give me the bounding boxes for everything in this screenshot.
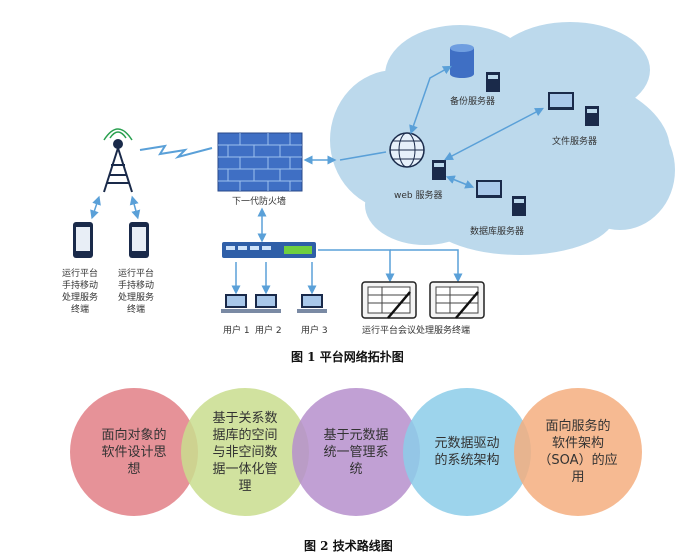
database-server-monitor-icon [476, 180, 502, 198]
user-label-2: 用户 2 [255, 326, 282, 336]
meeting-tablet-icon-1 [361, 281, 417, 319]
web-server-globe-icon [389, 132, 425, 168]
tower-phone-link-2 [129, 195, 141, 220]
mobile-phone-icon-2 [129, 222, 149, 258]
roadmap-circle-4 [403, 388, 531, 516]
firewall-label: 下一代防火墙 [232, 197, 287, 207]
tower-phone-link-1 [90, 195, 101, 220]
mobile-phone-icon-1 [73, 222, 93, 258]
web-db-link [445, 175, 475, 189]
signal-tower-icon [103, 139, 133, 193]
signal-waves-icon [103, 128, 133, 141]
technical-roadmap-diagram: 面向对象的 软件设计思 想基于关系数 据库的空间 与非空间数 据一体化管 理基于… [0, 380, 700, 530]
mobile-terminal-label-1: 运行平台 手持移动 处理服务 终端 [62, 269, 99, 315]
user-computer-icon-2 [251, 294, 281, 313]
network-topology-diagram [73, 22, 675, 319]
file-server-monitor-icon [548, 92, 574, 110]
user-label-3: 用户 3 [301, 326, 328, 336]
meeting-tablet-icon-2 [429, 281, 485, 319]
file-server-label: 文件服务器 [552, 137, 598, 147]
cloud-shape [330, 22, 675, 255]
roadmap-circle-2 [181, 388, 309, 516]
figure2-caption: 图 2 技术路线图 [304, 539, 393, 553]
mobile-terminal-label-2: 运行平台 手持移动 处理服务 终端 [118, 269, 155, 315]
roadmap-circle-text-5: 面向服务的 软件架构 （SOA）的应 用 [538, 419, 618, 485]
user-label-1: 用户 1 [223, 326, 250, 336]
user-computer-icon-1 [221, 294, 251, 313]
roadmap-circle-3 [292, 388, 420, 516]
meeting-terminal-label: 运行平台会议处理服务终端 [362, 326, 471, 336]
wireless-link [139, 144, 213, 159]
roadmap-circle-text-1: 面向对象的 软件设计思 想 [101, 427, 167, 477]
web-backup-link [409, 65, 452, 135]
firewall-icon [217, 132, 303, 192]
web-server-tower-icon [432, 160, 446, 180]
switch-meeting-link-1 [318, 249, 395, 283]
roadmap-circle-text-3: 基于元数据 统一管理系 统 [323, 427, 389, 477]
database-server-tower-icon [512, 196, 526, 216]
roadmap-circle-5 [514, 388, 642, 516]
roadmap-circle-text-4: 元数据驱动 的系统架构 [434, 436, 500, 468]
backup-server-tower-icon [486, 72, 500, 92]
roadmap-circle-1 [70, 388, 198, 516]
file-server-tower-icon [585, 106, 599, 126]
user-computer-icon-3 [297, 294, 327, 313]
backup-server-label: 备份服务器 [450, 97, 496, 107]
backup-database-icon [450, 44, 474, 78]
figure1-caption: 图 1 平台网络拓扑图 [291, 350, 404, 364]
network-switch-icon [222, 242, 316, 258]
web-file-link [444, 107, 544, 161]
db-server-label: 数据库服务器 [470, 227, 525, 237]
roadmap-circle-text-2: 基于关系数 据库的空间 与非空间数 据一体化管 理 [212, 410, 278, 494]
web-server-label: web 服务器 [394, 191, 443, 201]
cloud-web-link [339, 151, 387, 161]
switch-meeting-link-2 [390, 249, 463, 283]
